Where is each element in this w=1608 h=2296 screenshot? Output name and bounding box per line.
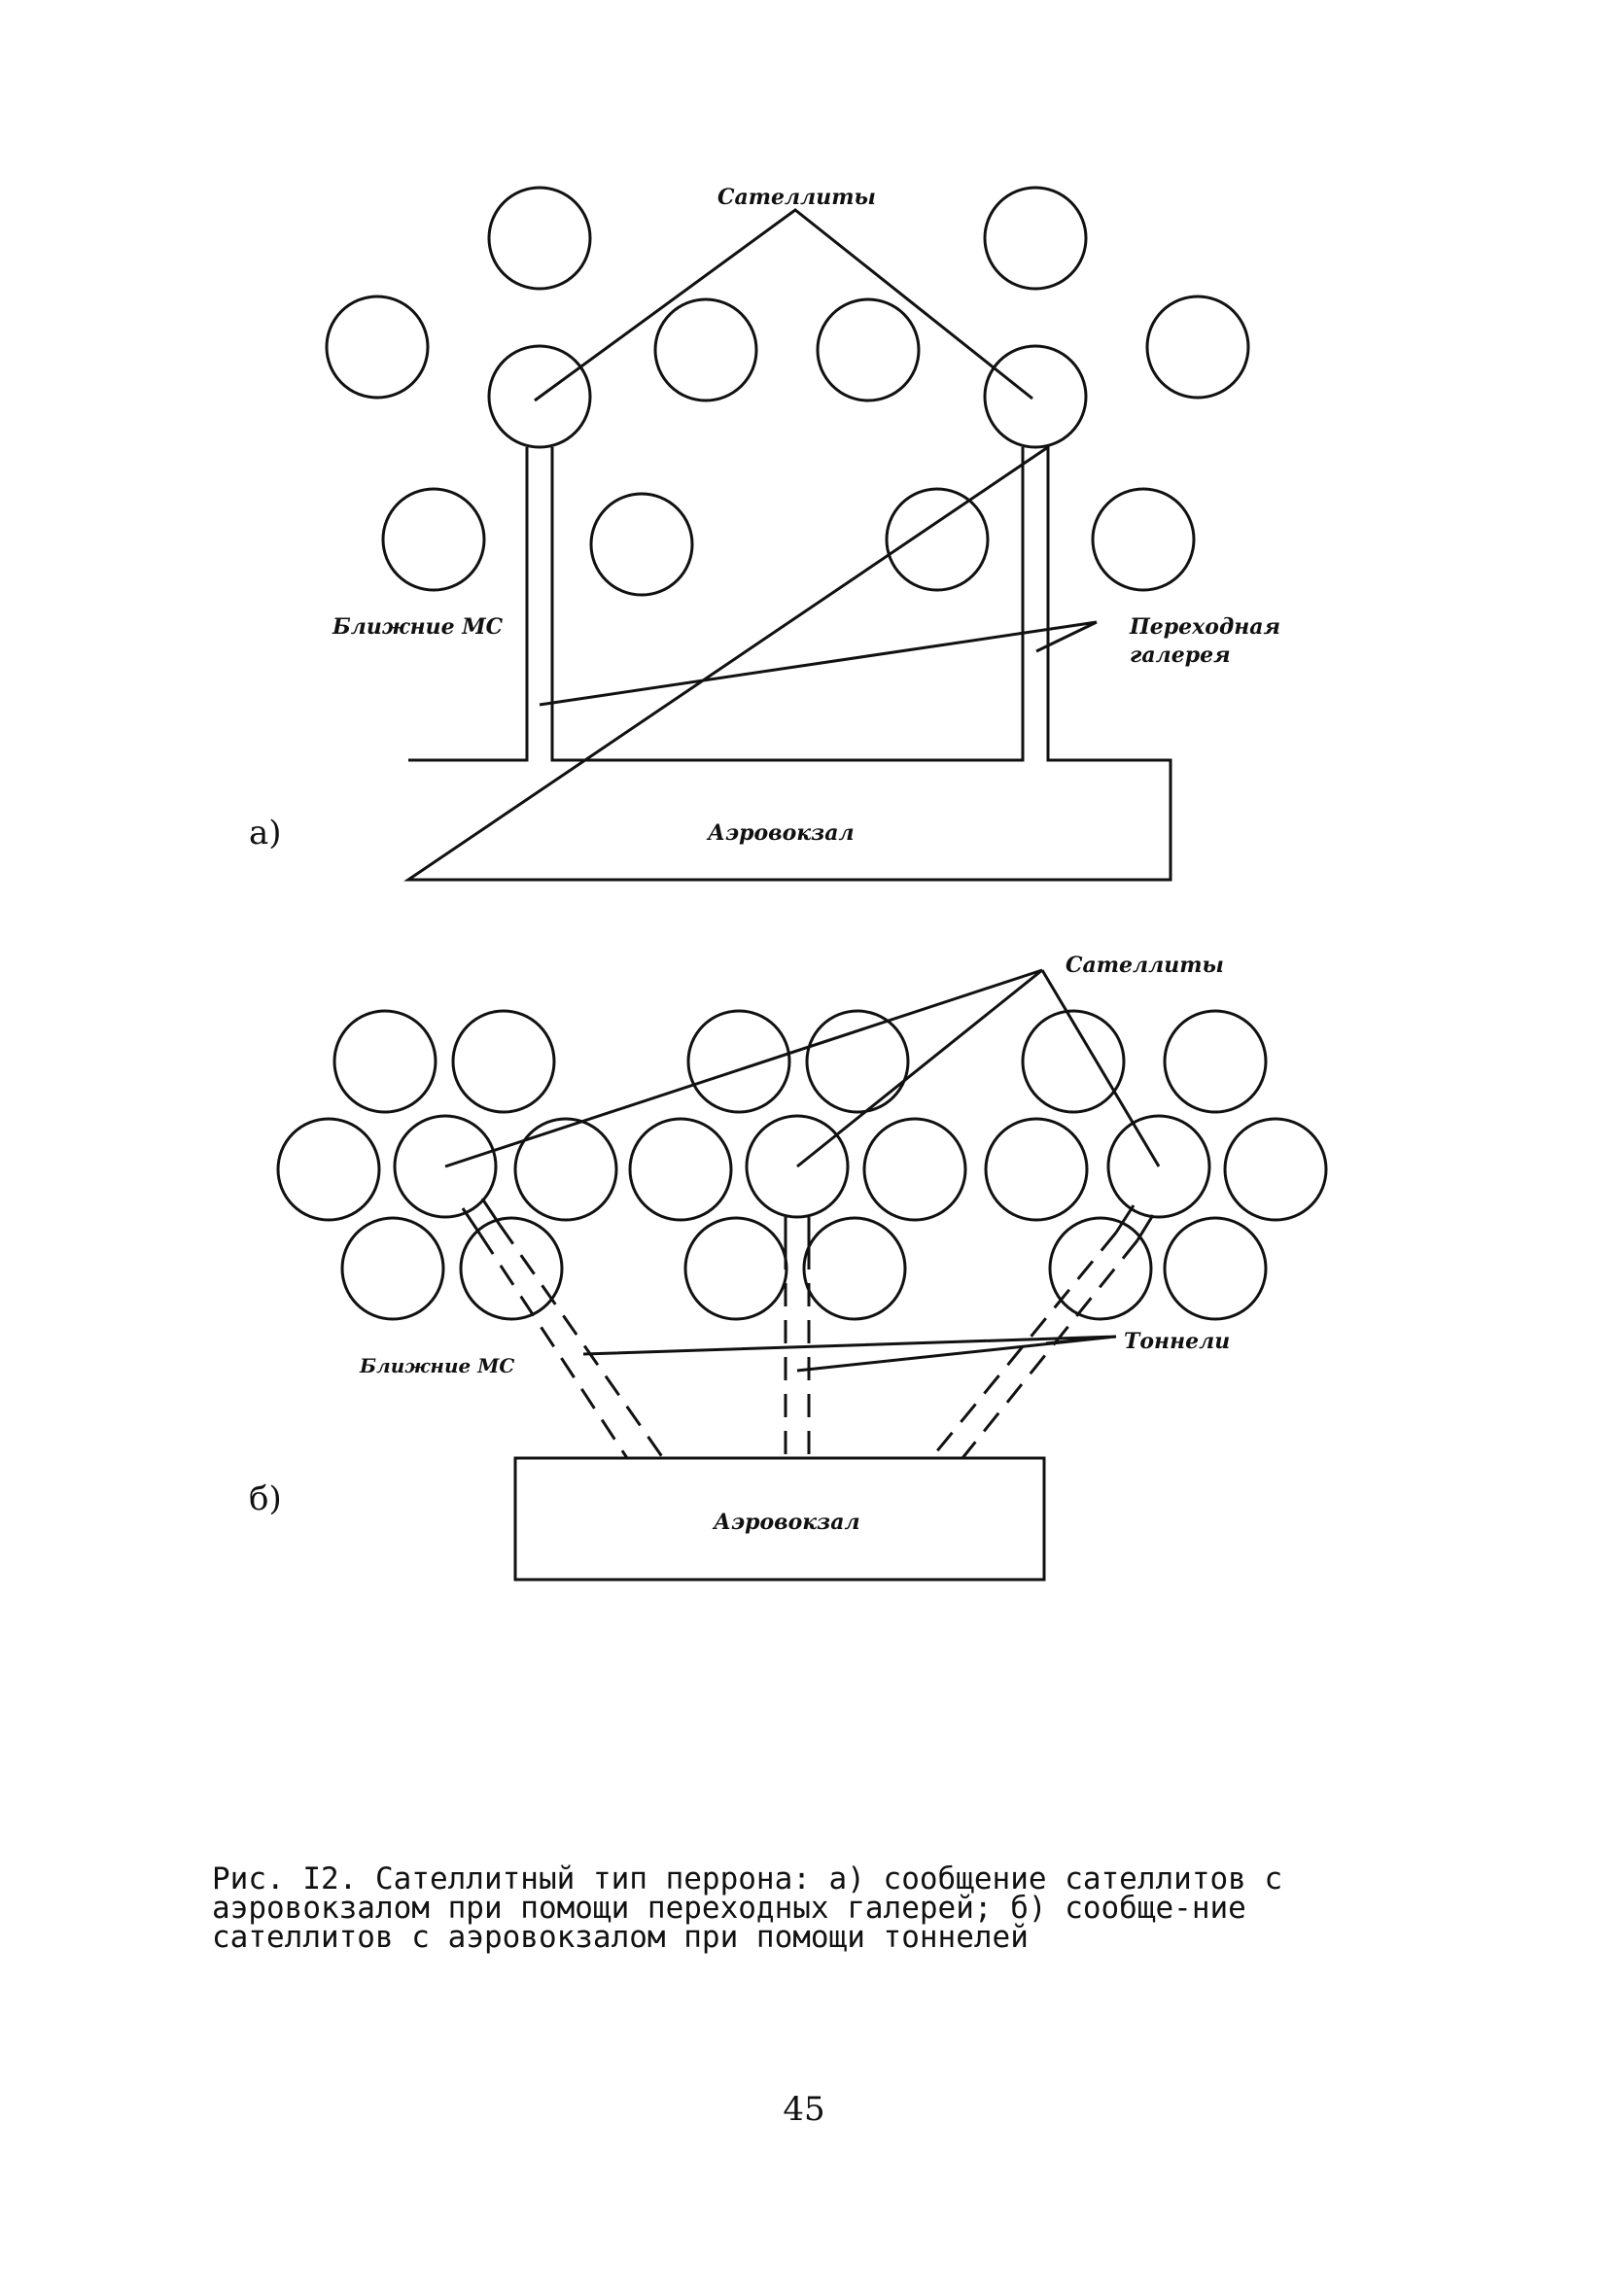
tunnels: [461, 1198, 1155, 1459]
leader-line-gallery: [539, 620, 1098, 707]
gallery-label-line2: галерея: [1130, 643, 1231, 668]
figure-caption: Рис. I2. Сателлитный тип перрона: а) соо…: [212, 1861, 1283, 1955]
aircraft-stand-circle: [1091, 487, 1196, 592]
aircraft-stand-circle: [983, 186, 1088, 291]
satellites-label-a: Сателлиты: [717, 185, 876, 210]
panel-label-a: а): [249, 814, 282, 852]
aircraft-stand-circle: [1145, 295, 1250, 400]
aircraft-stand-circle: [1163, 1216, 1268, 1321]
tunnel-center-solid: [784, 1217, 811, 1246]
aircraft-stand-circle: [451, 1009, 556, 1114]
tunnels-label: Тоннели: [1124, 1329, 1230, 1354]
satellite-circle-right: [1106, 1114, 1211, 1219]
aircraft-stand-circle: [459, 1216, 564, 1321]
satellite-circle-left: [487, 344, 592, 449]
near-stands-label-a: Ближние МС: [332, 614, 504, 640]
leader-line-satellites: [534, 208, 1033, 402]
satellite-circle-center: [745, 1114, 850, 1219]
tunnel-left-dashed: [478, 1224, 665, 1459]
aircraft-stand-circle: [628, 1117, 733, 1222]
satellite-circle-left: [393, 1114, 498, 1219]
panel-label-b: б): [249, 1479, 282, 1518]
aircraft-stand-circle: [802, 1216, 907, 1321]
aircraft-stand-circle: [325, 295, 430, 400]
tunnel-right-dashed: [929, 1232, 1139, 1459]
terminal-building-a: [403, 444, 1172, 882]
aircraft-stand-circle: [332, 1009, 437, 1114]
terminal-label-a: Аэровокзал: [706, 820, 855, 846]
leader-line-tunnels: [582, 1335, 1117, 1373]
aircraft-stand-circle: [276, 1117, 381, 1222]
satellite-circle-right: [983, 344, 1088, 449]
figure-b: [276, 1009, 1328, 1582]
aircraft-stand-circle: [653, 297, 758, 402]
aircraft-stand-circle: [340, 1216, 445, 1321]
aircraft-stand-circle: [1021, 1009, 1126, 1114]
aircraft-stand-circle: [487, 186, 592, 291]
aircraft-stand-circle: [805, 1009, 910, 1114]
aircraft-stand-circle: [816, 297, 921, 402]
aircraft-stand-circle: [885, 487, 990, 592]
aircraft-stand-circle: [862, 1117, 967, 1222]
near-stands-label-b: Ближние МС: [359, 1354, 514, 1377]
tunnel-left-solid: [461, 1198, 502, 1235]
terminal-label-b: Аэровокзал: [712, 1510, 860, 1535]
page-number: 45: [783, 2090, 825, 2129]
satellites-label-b: Сателлиты: [1066, 953, 1224, 978]
aircraft-stand-circle: [589, 492, 694, 597]
aircraft-stand-circle: [513, 1117, 618, 1222]
figure-a: [325, 186, 1250, 882]
aircraft-stand-circle: [686, 1009, 791, 1114]
tunnel-right-solid: [1114, 1204, 1155, 1241]
terminal-building-b: [513, 1456, 1046, 1582]
aircraft-stand-circle: [381, 487, 486, 592]
gallery-label-line1: Переходная: [1129, 614, 1280, 640]
aircraft-stand-circle: [683, 1216, 788, 1321]
aircraft-stand-circle: [984, 1117, 1089, 1222]
aircraft-stand-circle: [1048, 1216, 1153, 1321]
aircraft-stand-circle: [1163, 1009, 1268, 1114]
leader-line-satellites-b: [444, 968, 1161, 1168]
aircraft-stand-circle: [1223, 1117, 1328, 1222]
